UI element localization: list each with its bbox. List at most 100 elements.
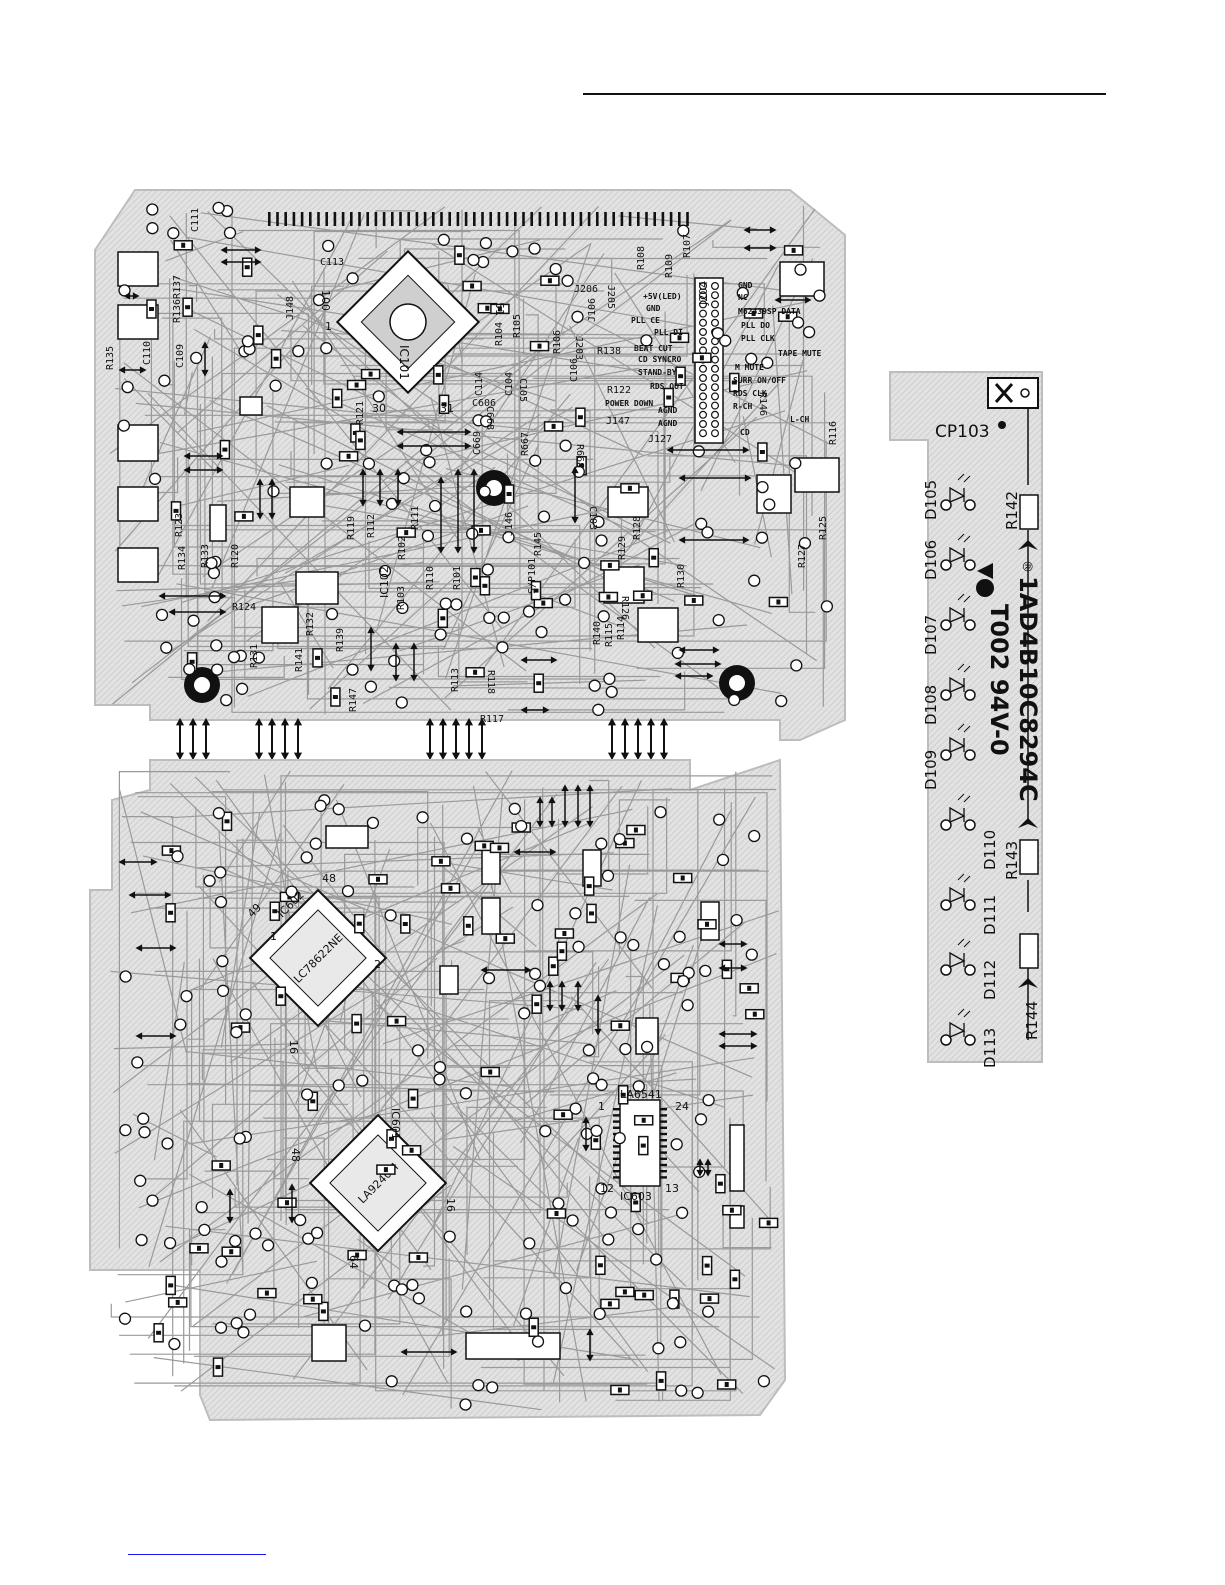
- ic601-pin48-label: 48: [289, 1148, 302, 1162]
- j204-label: J204: [697, 281, 710, 306]
- board-code-label: 1AD4B10C8294C: [1014, 576, 1042, 802]
- footer-link-underline: [128, 1554, 266, 1555]
- signal-label: CD: [740, 428, 750, 437]
- signal-label: R-CH: [733, 402, 752, 411]
- flame-rating-label: T002 94V-0: [985, 604, 1013, 756]
- led-diode-icon: [940, 593, 976, 631]
- component-ref: R134: [177, 546, 188, 570]
- component-ref: J127: [648, 434, 672, 445]
- component-ref: J146: [504, 512, 515, 536]
- ul-mark-icon: [976, 579, 994, 597]
- led-diode-icon: [940, 938, 976, 976]
- ic602-pin16-label: 16: [287, 1040, 300, 1054]
- component-ref: C113: [320, 257, 344, 268]
- signal-label: M MUTE: [735, 363, 764, 372]
- component-ref: R136: [172, 299, 183, 323]
- led-diode-icon: [940, 1008, 976, 1046]
- signal-label: GND: [646, 304, 661, 313]
- signal-label: PLL CLK: [741, 334, 775, 343]
- component-ref: R118: [485, 670, 496, 694]
- component-ref: J148: [285, 296, 296, 320]
- signal-label: PLL DO: [741, 321, 770, 330]
- led-diode-icon: [940, 663, 976, 701]
- led-diode-label: D112: [981, 960, 999, 1000]
- component-ref: C111: [190, 208, 201, 232]
- signal-label: RDS CLK: [733, 389, 767, 398]
- component-ref: R125: [818, 516, 829, 540]
- ic101-package: [335, 249, 481, 395]
- signal-label: L-CH: [790, 415, 809, 424]
- component-ref: C109: [175, 344, 186, 368]
- signal-label: AGND: [658, 406, 677, 415]
- component-ref: R132: [305, 612, 316, 636]
- ic601-label: IC601: [389, 1108, 402, 1140]
- component-ref: R141: [294, 648, 305, 672]
- led-diode-label: D111: [981, 895, 999, 935]
- polarity-arrow-icon: [977, 563, 993, 579]
- led-diode-label: D107: [922, 615, 940, 655]
- component-ref: J106: [587, 298, 598, 322]
- component-ref: R147: [348, 688, 359, 712]
- component-ref: R122: [607, 385, 631, 396]
- signal-label: NC: [738, 293, 748, 302]
- component-ref: R119: [346, 516, 357, 540]
- test-point-dot: [998, 421, 1006, 429]
- component-ref: S/P101: [527, 558, 538, 594]
- signal-label: AGND: [658, 419, 677, 428]
- lower-pcb: LC78622NE LA9240M: [89, 758, 787, 1422]
- component-ref: R128: [632, 516, 643, 540]
- led-resistor-label: R144: [1023, 1001, 1041, 1040]
- component-ref: R133: [200, 544, 211, 568]
- component-ref: C110: [142, 341, 153, 365]
- led-resistor-label: R143: [1003, 841, 1021, 880]
- signal-label: POWER DOWN: [605, 399, 653, 408]
- component-ref: J206: [574, 284, 598, 295]
- signal-label: M62439SP DATA: [738, 307, 801, 316]
- component-ref: R138: [597, 346, 621, 357]
- component-ref: R112: [366, 514, 377, 538]
- led-diode-label: D105: [922, 480, 940, 520]
- signal-label: TAPE MUTE: [778, 349, 822, 358]
- led-diode-icon: [940, 473, 976, 511]
- signal-label: PLL DI: [654, 328, 683, 337]
- ic602-pin48-label: 48: [322, 872, 336, 885]
- component-ref: C106: [569, 358, 580, 382]
- ic101-pin1-label: 1: [325, 320, 332, 333]
- component-ref: J203: [573, 336, 584, 360]
- led-diode-icon: [940, 873, 976, 911]
- component-ref: R131: [249, 644, 260, 668]
- ic601-pin16-label: 16: [444, 1198, 457, 1212]
- component-ref: R108: [636, 246, 647, 270]
- lower-misc-mark: 2: [374, 958, 381, 971]
- component-bodies: [117, 251, 840, 644]
- ic603-label: IC603: [620, 1190, 652, 1203]
- led-resistor-label: R142: [1003, 491, 1021, 530]
- led-diode-label: D110: [981, 830, 999, 870]
- ic601-pin64-label: 64: [347, 1255, 360, 1269]
- signal-label: STAND-BY: [638, 368, 677, 377]
- component-ref: C669: [472, 431, 483, 455]
- component-ref: R104: [494, 322, 505, 346]
- component-ref: R107: [682, 234, 693, 258]
- component-ref: R668: [574, 444, 585, 468]
- component-ref: R124: [232, 602, 256, 613]
- signal-label: SURR ON/OFF: [733, 376, 786, 385]
- ic101-label: IC101: [397, 345, 411, 380]
- ic101-pin30-label: 30: [372, 402, 386, 415]
- signal-label: RDS OUT: [650, 382, 684, 391]
- signal-label: +5V(LED): [643, 292, 682, 301]
- signal-label: CD SYNCRO: [638, 355, 682, 364]
- component-ref: R127: [797, 544, 808, 568]
- component-ref: R106: [552, 330, 563, 354]
- ic603-pin13-label: 13: [665, 1182, 679, 1195]
- led-diode-icon: [940, 723, 976, 761]
- signal-label: PLL CE: [631, 316, 660, 325]
- led-diode-label: D108: [922, 685, 940, 725]
- top-header-pins: [268, 212, 689, 226]
- ic602-pin1-label: 1: [270, 930, 277, 943]
- component-ref: R115: [604, 623, 615, 647]
- component-ref: R139: [335, 628, 346, 652]
- component-ref: C668: [484, 406, 495, 430]
